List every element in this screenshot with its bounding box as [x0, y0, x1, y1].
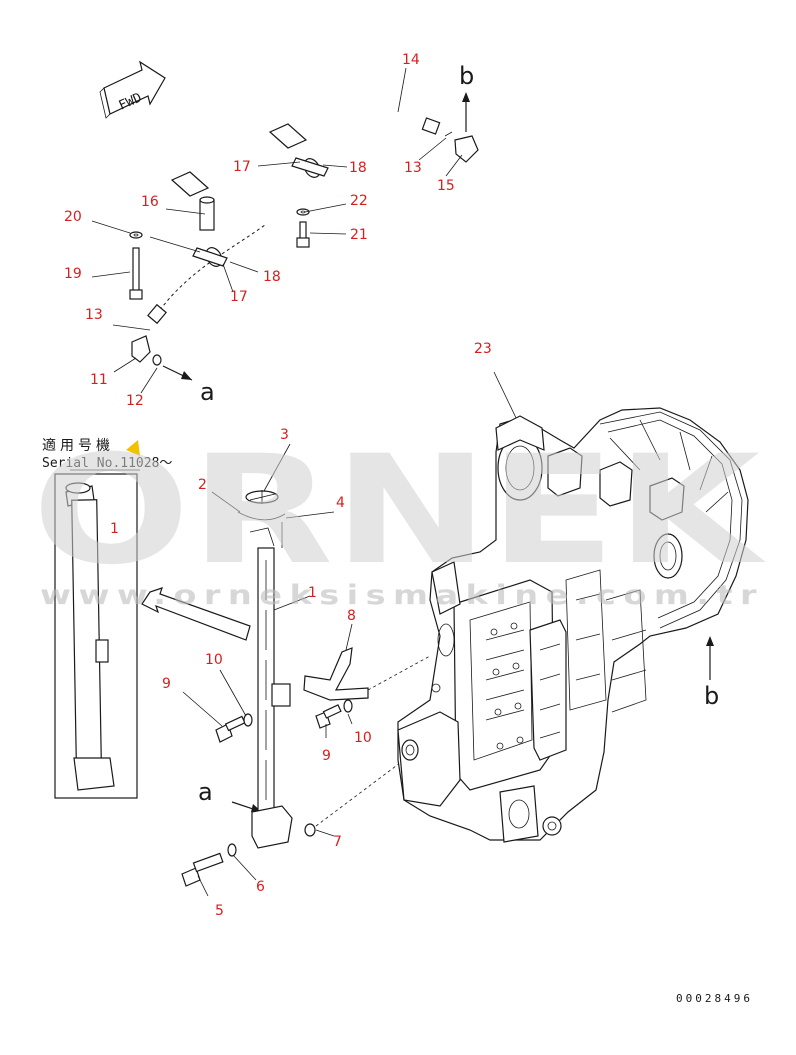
callout-1: 1 [308, 585, 317, 601]
callout-13-top: 13 [404, 160, 422, 176]
callout-8: 8 [347, 608, 356, 624]
callout-23: 23 [474, 341, 492, 357]
inset-pointer-arrow [141, 587, 251, 641]
watermark-brand: ORNEK [32, 424, 766, 598]
callout-6: 6 [256, 879, 265, 895]
callout-9-right: 9 [322, 748, 331, 764]
callout-7: 7 [333, 834, 342, 850]
letter-b-right: b [704, 682, 719, 710]
callout-9-left: 9 [162, 676, 171, 692]
callout-20: 20 [64, 209, 82, 225]
callout-17-top: 17 [233, 159, 251, 175]
fwd-arrow-icon: FWD [99, 60, 166, 119]
callout-13-bottom: 13 [85, 307, 103, 323]
upper-leader-lines [91, 67, 463, 394]
dipstick-assembly [181, 490, 369, 887]
letter-a-top: a [200, 378, 215, 406]
transmission-housing [397, 407, 749, 843]
callout-21: 21 [350, 227, 368, 243]
letter-a-bottom: a [198, 778, 213, 806]
callout-11: 11 [90, 372, 108, 388]
callout-numbers: 14 13 15 17 18 22 21 16 20 19 18 17 13 1… [64, 52, 492, 919]
callout-5: 5 [215, 903, 224, 919]
callout-14: 14 [402, 52, 420, 68]
connection-arrows [162, 92, 714, 813]
callout-3: 3 [280, 427, 289, 443]
serial-note: 適用号機 Serial No.11028～ [42, 437, 172, 471]
watermark: ORNEK www.orneksismakine.com.tr [32, 424, 766, 611]
callout-18-top: 18 [349, 160, 367, 176]
callout-15: 15 [437, 178, 455, 194]
callout-10-right: 10 [354, 730, 372, 746]
serial-note-number: Serial No.11028～ [42, 456, 172, 471]
drawing-number: 00028496 [676, 992, 753, 1005]
serial-inset [54, 469, 140, 799]
callout-2: 2 [198, 477, 207, 493]
callout-19: 19 [64, 266, 82, 282]
lower-leader-lines [182, 371, 519, 897]
callout-22: 22 [350, 193, 368, 209]
callout-12: 12 [126, 393, 144, 409]
watermark-url: www.orneksismakine.com.tr [40, 580, 764, 611]
callout-10-left: 10 [205, 652, 223, 668]
hose-assembly [129, 106, 479, 366]
callout-17-bottom: 17 [230, 289, 248, 305]
callout-4: 4 [336, 495, 345, 511]
callout-18-bottom: 18 [263, 269, 281, 285]
callout-1-inset: 1 [110, 521, 119, 537]
callout-16: 16 [141, 194, 159, 210]
letter-b-top: b [459, 62, 474, 90]
accent-mark [126, 440, 140, 456]
connection-letters: a a b b [198, 62, 719, 806]
serial-note-jp: 適用号機 [42, 437, 114, 454]
